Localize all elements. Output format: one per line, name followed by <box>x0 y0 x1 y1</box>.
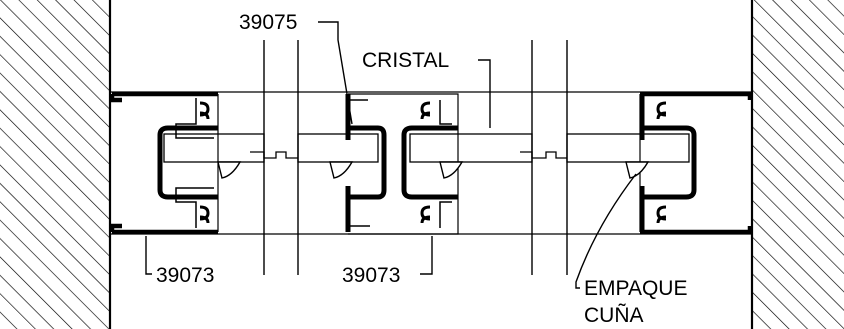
wedge-gaskets <box>217 161 650 179</box>
mullion-lines <box>263 40 568 275</box>
label-39073-center: 39073 <box>342 264 400 287</box>
profile-center-right <box>401 125 458 200</box>
label-cristal: CRISTAL <box>362 49 449 72</box>
label-39075: 39075 <box>239 11 297 34</box>
label-empaque: EMPAQUE <box>584 277 687 300</box>
profile-right <box>639 91 753 235</box>
label-cuna: CUÑA <box>584 303 644 327</box>
right-wall <box>750 0 844 329</box>
glass-sections <box>163 133 690 163</box>
profile-left <box>109 91 219 235</box>
left-wall <box>0 0 112 329</box>
leaders <box>145 21 637 289</box>
label-39073-left: 39073 <box>156 264 214 287</box>
joints <box>250 151 567 159</box>
